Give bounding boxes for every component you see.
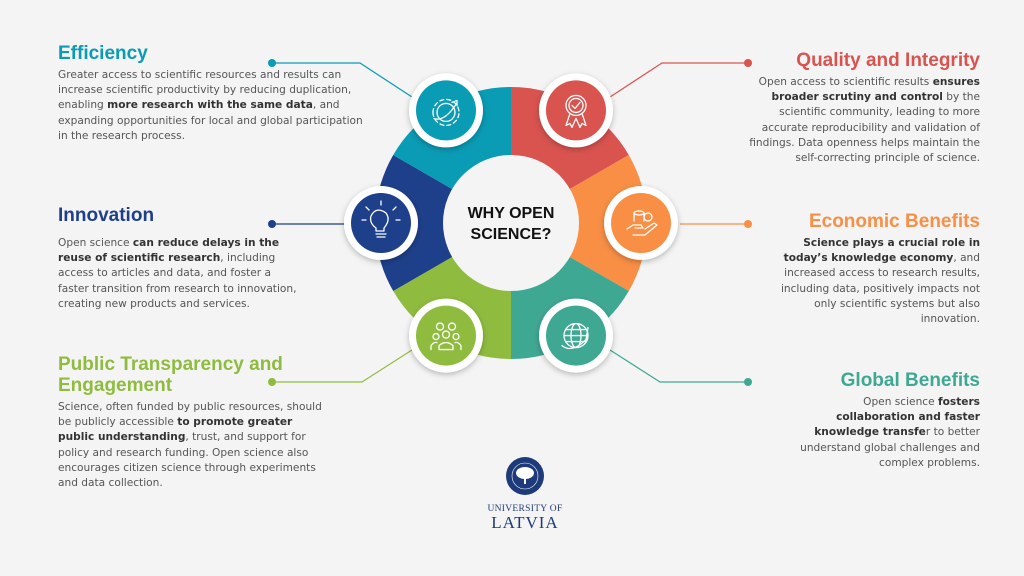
section-quality: Quality and Integrity Open access to sci… <box>730 50 980 166</box>
global-body: Open science fosters collaboration and f… <box>790 395 980 471</box>
globe-icon <box>539 298 613 373</box>
center-circle <box>443 155 579 291</box>
people-group-icon <box>409 298 483 373</box>
body-text: Greater access to scientific resources a… <box>58 69 352 112</box>
body-text: Open science <box>863 396 939 408</box>
economic-title: Economic Benefits <box>808 211 980 232</box>
public-body: Science, often funded by public resource… <box>58 400 328 491</box>
efficiency-title: Efficiency <box>58 43 148 64</box>
body-text: , and expanding opportunities for local … <box>58 99 363 142</box>
body-bold: more research with the same data <box>107 99 313 112</box>
connector-dot-global <box>744 378 752 386</box>
section-public: Public Transparency and Engagement Scien… <box>58 354 328 491</box>
body-text: Open access to scientific results <box>758 76 933 88</box>
center-title: WHY OPEN SCIENCE? <box>467 205 555 243</box>
economic-body: Science plays a crucial role in today’s … <box>770 236 980 327</box>
university-logo: UNIVERSITY OF LATVIA <box>480 456 570 532</box>
public-title: Public Transparency and Engagement <box>58 354 283 396</box>
connector-efficiency <box>272 62 413 98</box>
connector-dot-quality <box>744 59 752 67</box>
global-title: Global Benefits <box>840 370 980 391</box>
body-bold: can reduce delays in the reuse of scient… <box>58 237 280 265</box>
lightbulb-icon <box>344 186 418 260</box>
body-bold: fosters collaboration and faster knowled… <box>814 396 980 439</box>
section-innovation: Innovation Open science can reduce delay… <box>58 205 303 312</box>
body-text: r to better understand global challenges… <box>800 426 980 469</box>
connector-global <box>609 349 748 383</box>
body-text: , including access to articles and data,… <box>58 252 297 310</box>
section-global: Global Benefits Open science fosters col… <box>790 370 980 471</box>
efficiency-body: Greater access to scientific resources a… <box>58 68 368 144</box>
tree-seal-icon <box>506 457 544 495</box>
body-text: by the scientific community, leading to … <box>749 91 980 165</box>
body-text: , trust, and support for policy and rese… <box>58 431 316 490</box>
connector-dot-innovation <box>268 220 276 228</box>
body-text: , and increased access to research resul… <box>780 252 980 326</box>
connector-dot-public <box>268 378 276 386</box>
body-bold: to promote greater public understanding <box>58 416 293 444</box>
connector-dot-efficiency <box>268 59 276 67</box>
connector-public <box>272 349 413 383</box>
quality-body: Open access to scientific results ensure… <box>730 75 980 166</box>
hand-coins-icon <box>604 186 678 260</box>
logo-line1: UNIVERSITY OF <box>487 504 563 514</box>
body-bold: Science plays a crucial role in today’s … <box>783 237 980 265</box>
logo-line2: LATVIA <box>491 513 559 532</box>
section-efficiency: Efficiency Greater access to scientific … <box>58 43 368 144</box>
body-text: Science, often funded by public resource… <box>58 401 322 429</box>
quality-title: Quality and Integrity <box>796 50 980 71</box>
connector-dot-economic <box>744 220 752 228</box>
award-ribbon-icon <box>539 73 613 148</box>
gear-arrow-icon <box>409 73 483 148</box>
body-text: Open science <box>58 237 133 249</box>
innovation-body: Open science can reduce delays in the re… <box>58 236 303 312</box>
connector-quality <box>609 62 748 98</box>
body-bold: ensures broader scrutiny and control <box>771 76 980 104</box>
section-economic: Economic Benefits Science plays a crucia… <box>770 211 980 327</box>
innovation-title: Innovation <box>58 205 155 226</box>
